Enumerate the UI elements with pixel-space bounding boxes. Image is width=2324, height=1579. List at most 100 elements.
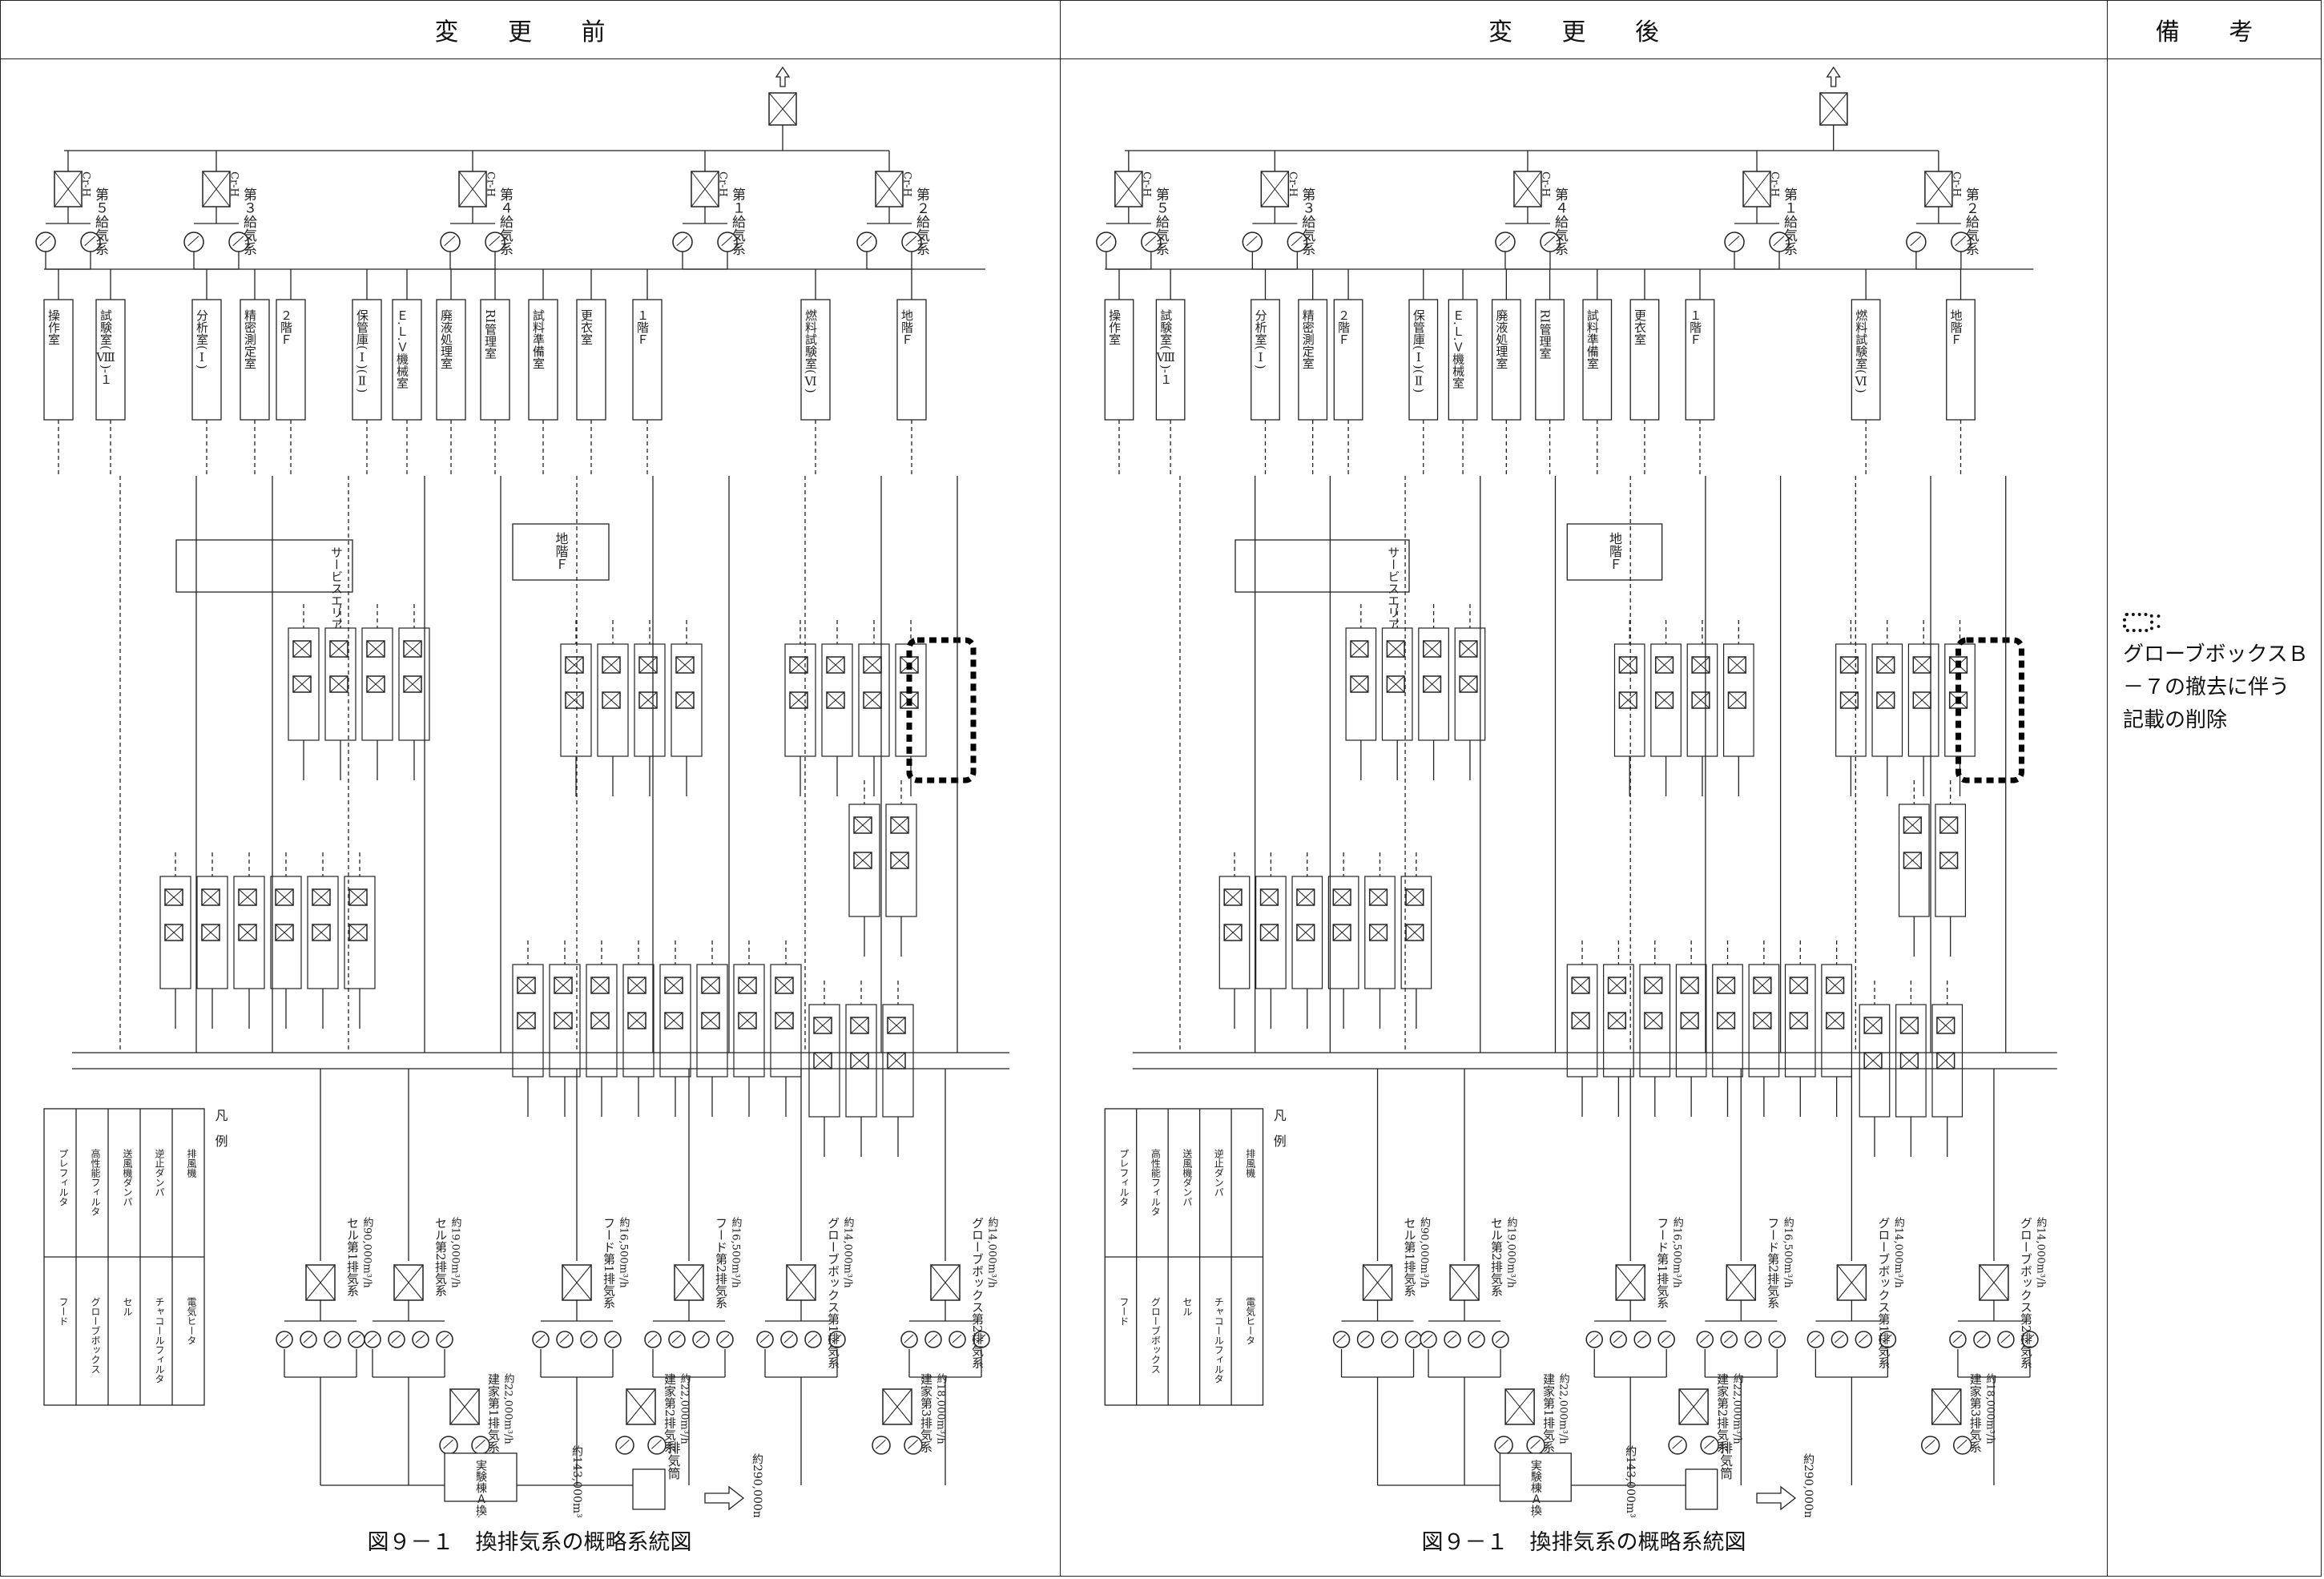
filter-diagonal bbox=[602, 691, 621, 709]
glovebox-group-b bbox=[560, 620, 703, 796]
legend-item: グローブボックス bbox=[90, 1297, 101, 1374]
supply-system-label: 第４給気系 bbox=[497, 187, 514, 256]
filter-diagonal bbox=[292, 675, 312, 693]
fan-blade bbox=[351, 1334, 361, 1343]
filter-diagonal bbox=[1644, 1012, 1662, 1029]
filter-diagonal bbox=[1840, 691, 1859, 709]
filter-diagonal bbox=[1979, 1264, 2009, 1301]
fan-blade bbox=[904, 1334, 914, 1343]
building-exhaust-flow: 約22,000m³/h bbox=[679, 1373, 691, 1444]
supply-system-label: 第５給気系 bbox=[1153, 187, 1170, 256]
filter-diagonal bbox=[1936, 1052, 1955, 1069]
room-box bbox=[1851, 299, 1881, 421]
legend-title: 凡 例 bbox=[1271, 1109, 1287, 1148]
fan-blade bbox=[475, 1440, 485, 1449]
exhaust-system-label: フード第2排気系 bbox=[714, 1217, 728, 1309]
glovebox-group-a bbox=[288, 604, 430, 780]
basement-label: 地階Ｆ bbox=[1607, 532, 1622, 570]
filter-diagonal bbox=[1405, 888, 1424, 906]
room-box bbox=[1685, 299, 1715, 421]
filter-diagonal bbox=[1459, 675, 1478, 693]
fan-blade bbox=[719, 1334, 730, 1343]
room-label: RI管理室 bbox=[483, 309, 497, 359]
filter-diagonal bbox=[826, 691, 845, 709]
glovebox-group-e bbox=[512, 941, 802, 1117]
filter-diagonal bbox=[1619, 691, 1637, 709]
glovebox-group-b bbox=[1613, 620, 1754, 796]
fan-blade bbox=[1704, 1440, 1714, 1449]
building-exhaust-label: 建家第1排気系 bbox=[486, 1373, 501, 1453]
fan-blade bbox=[759, 1334, 770, 1343]
filter-diagonal bbox=[562, 1264, 592, 1301]
filter-diagonal bbox=[1790, 977, 1808, 994]
room-label: 試料準備室 bbox=[531, 309, 546, 369]
filter-diagonal bbox=[366, 640, 385, 658]
filter-diagonal bbox=[1350, 675, 1369, 693]
filter-diagonal bbox=[638, 656, 658, 674]
filter-diagonal bbox=[1608, 1012, 1626, 1029]
fan-blade bbox=[976, 1334, 986, 1343]
room-label: 精密測定室 bbox=[243, 309, 257, 369]
fan-icon bbox=[668, 1331, 686, 1348]
room-box bbox=[1535, 299, 1565, 421]
fan-blade bbox=[1495, 1334, 1505, 1343]
service-area-label: サービスエリア bbox=[1386, 546, 1400, 630]
filter-diagonal bbox=[1296, 888, 1315, 906]
fan-blade bbox=[1835, 1334, 1844, 1343]
building-exhaust-flow: 約22,000m³/h bbox=[1557, 1373, 1570, 1444]
room-label: RI管理室 bbox=[1538, 309, 1553, 359]
filter-diagonal bbox=[675, 656, 695, 674]
legend-item: 電気ヒータ bbox=[1245, 1297, 1256, 1345]
exhaust-flow-label: 約14,000m³/h bbox=[2034, 1217, 2047, 1288]
fan-icon bbox=[904, 1436, 923, 1455]
room-label: 試料準備室 bbox=[1585, 309, 1600, 369]
fan-icon bbox=[1585, 1331, 1603, 1348]
fan-blade bbox=[583, 1334, 594, 1343]
fan-blade bbox=[1771, 1334, 1782, 1343]
room-box bbox=[240, 299, 270, 421]
fan-icon bbox=[1492, 1331, 1509, 1348]
header-remarks: 備 考 bbox=[2108, 0, 2322, 59]
room-label: 燃料試験室(Ⅵ) bbox=[804, 308, 818, 393]
fan-icon bbox=[1696, 1331, 1714, 1348]
room-box bbox=[191, 299, 222, 421]
room-label: 廃液処理室 bbox=[1494, 308, 1508, 369]
filter-diagonal bbox=[1513, 171, 1542, 207]
filter-diagonal bbox=[1350, 640, 1369, 658]
exhaust-system-label: グローブボックス第2排気系 bbox=[970, 1217, 985, 1369]
exhaust-flow-label: 約90,000m³/h bbox=[361, 1217, 374, 1288]
filter-diagonal bbox=[1644, 977, 1662, 994]
fan-blade bbox=[1859, 1334, 1868, 1343]
filter-diagonal bbox=[164, 888, 183, 906]
legend-item: 逆止ダンパ bbox=[154, 1148, 165, 1197]
heater-label: Cr-H bbox=[1769, 171, 1781, 197]
filter-diagonal bbox=[1900, 1017, 1919, 1034]
room-box bbox=[1298, 299, 1328, 421]
filter-diagonal bbox=[1819, 92, 1848, 126]
filter-diagonal bbox=[863, 656, 882, 674]
fan-blade bbox=[232, 236, 244, 247]
fan-blade bbox=[1100, 236, 1112, 247]
fan-blade bbox=[1924, 1440, 1935, 1449]
filter-diagonal bbox=[627, 977, 646, 994]
filter-diagonal bbox=[789, 656, 808, 674]
room-label: 保管庫(Ⅰ)(Ⅱ) bbox=[1412, 309, 1426, 393]
filter-diagonal bbox=[1742, 171, 1771, 207]
fan-blade bbox=[1360, 1334, 1370, 1343]
fan-icon bbox=[348, 1331, 365, 1348]
filter-diagonal bbox=[1363, 1264, 1392, 1301]
legend-item: セル bbox=[122, 1297, 133, 1316]
basement-label: 地階Ｆ bbox=[554, 532, 569, 570]
heater-label: Cr-H bbox=[1950, 171, 1962, 197]
filter-diagonal bbox=[813, 1017, 832, 1034]
exhaust-system-label: フード第2排気系 bbox=[1766, 1217, 1780, 1309]
filter-diagonal bbox=[890, 852, 909, 869]
filter-diagonal bbox=[1405, 924, 1424, 941]
filter-diagonal bbox=[1903, 816, 1922, 834]
filter-diagonal bbox=[393, 1264, 424, 1301]
fan-blade bbox=[84, 236, 96, 247]
filter-diagonal bbox=[1260, 888, 1279, 906]
exhaust-system-label: セル第1排気系 bbox=[1403, 1217, 1417, 1297]
room-label: 地階Ｆ bbox=[1949, 309, 1964, 345]
